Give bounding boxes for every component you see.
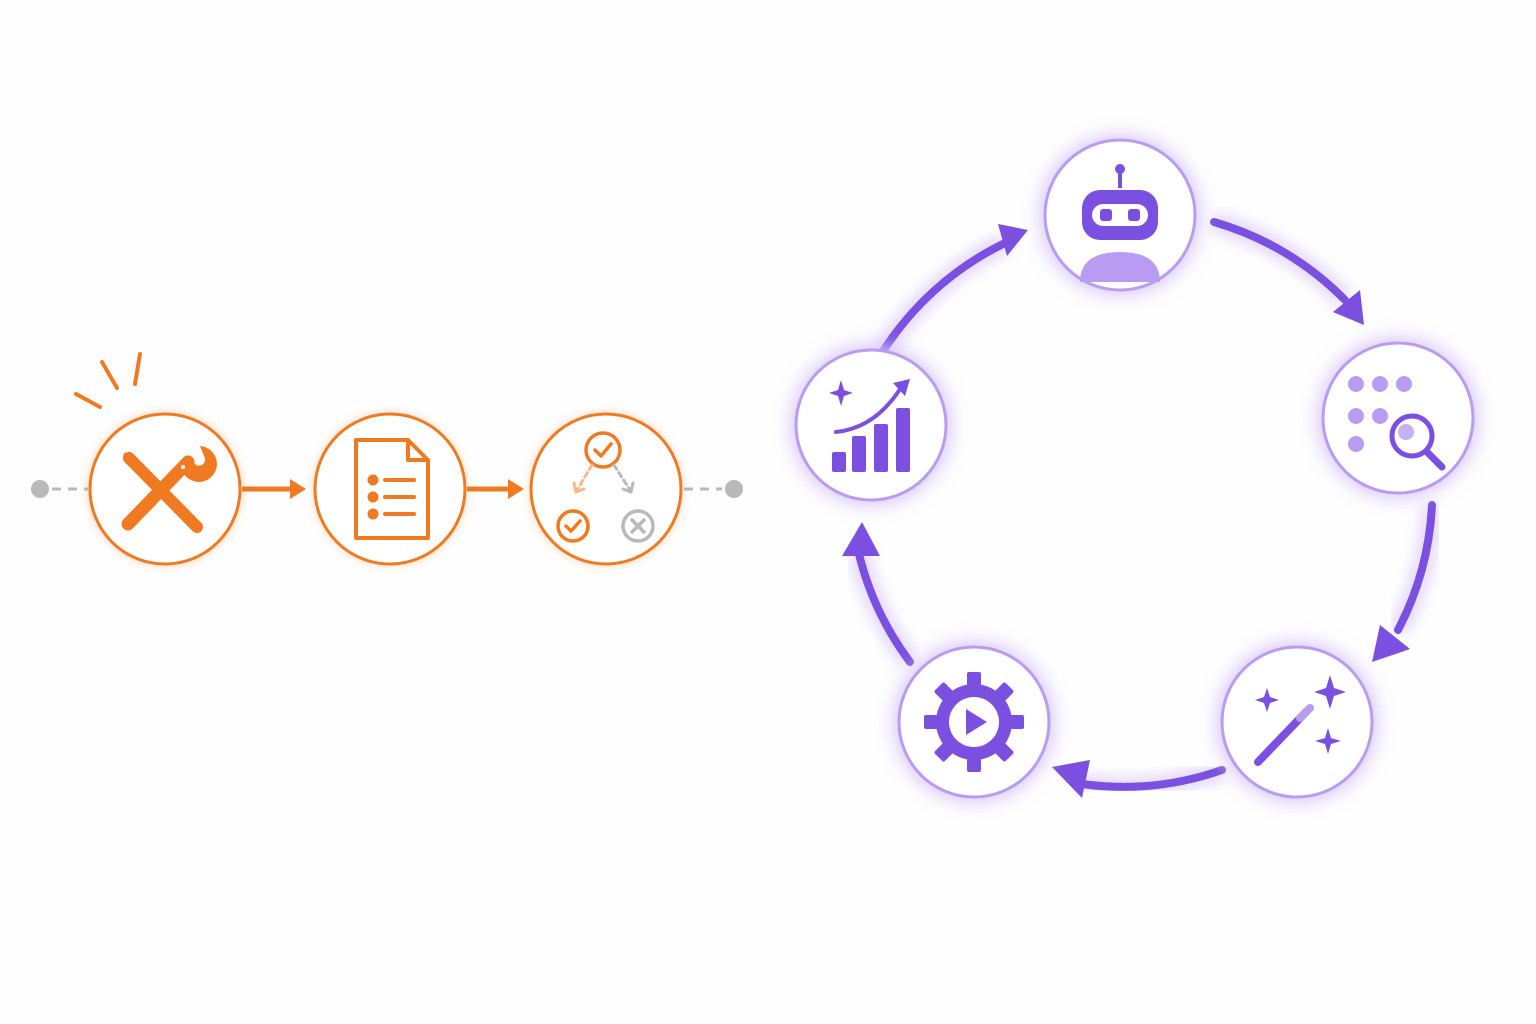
cycle-arrow-robot-to-analyze: [1210, 211, 1364, 325]
flow-step-tools: [88, 412, 242, 566]
flow-step-document: [313, 412, 467, 566]
cycle-node-analyze: [1318, 338, 1478, 498]
flow-step-decision: [529, 412, 683, 566]
cycle-arrow-magic-to-run: [1052, 759, 1226, 798]
cycle-node-magic: [1217, 642, 1377, 802]
cycle-diagram: [791, 135, 1478, 802]
cycle-arrow-growth-to-robot: [870, 224, 1028, 362]
cycle-arrow-run-to-growth: [842, 522, 919, 669]
linear-flow: [31, 352, 743, 566]
cycle-node-run: [894, 642, 1054, 802]
decision-tree-icon: [556, 431, 655, 543]
flow-end-connector: [684, 480, 743, 498]
wrench-screwdriver-icon: [121, 446, 217, 533]
cycle-arrow-analyze-to-magic: [1372, 501, 1443, 662]
dots-magnifier-icon: [1348, 376, 1446, 471]
flow-arrow-1: [242, 479, 306, 499]
highlight-rays: [74, 352, 142, 409]
gear-play-icon: [924, 672, 1024, 772]
flow-arrow-2: [467, 479, 524, 499]
magic-wand-sparkles-icon: [1254, 675, 1346, 766]
flow-start-connector: [31, 480, 88, 498]
document-list-icon: [354, 438, 430, 540]
growth-chart-sparkle-icon: [829, 379, 910, 472]
cycle-node-robot: [1040, 135, 1200, 295]
cycle-node-growth: [791, 345, 951, 505]
robot-icon: [1080, 164, 1160, 282]
